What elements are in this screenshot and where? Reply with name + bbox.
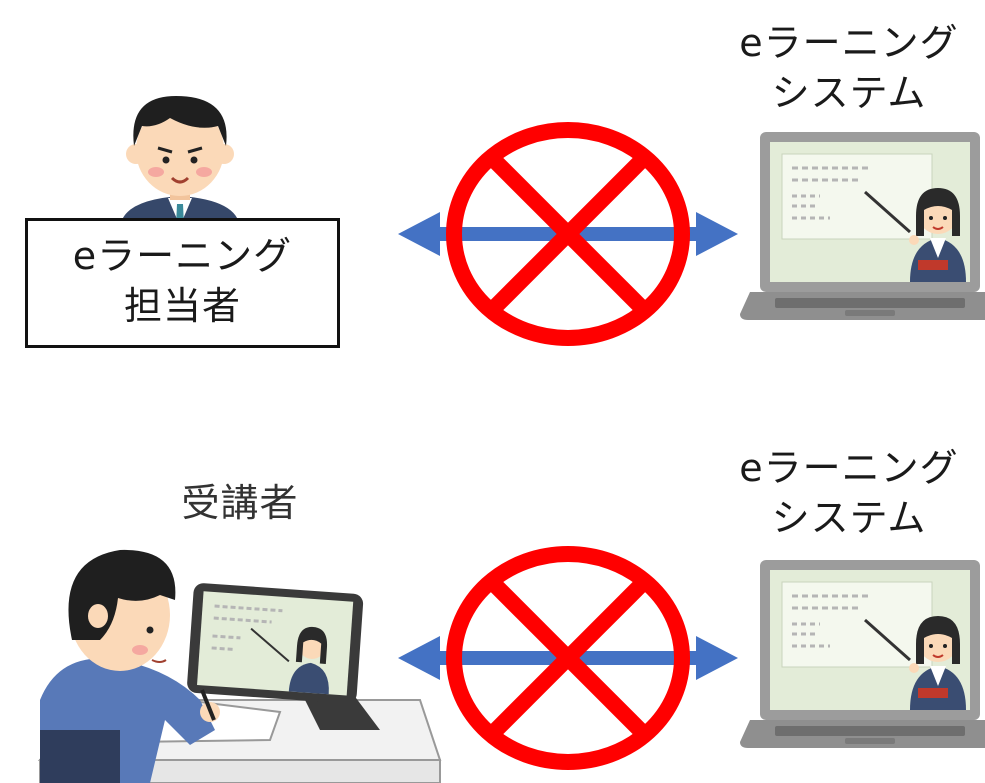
admin-label: eラーニング 担当者 xyxy=(28,221,337,331)
admin-person-icon xyxy=(120,96,240,228)
system-label-line: eラーニング xyxy=(739,21,959,65)
system-label-top: eラーニング システム xyxy=(718,18,980,118)
system-label-line: システム xyxy=(771,71,927,115)
student-tablet-icon xyxy=(37,549,442,783)
learner-label: 受講者 xyxy=(181,481,299,525)
double-arrow-icon xyxy=(398,130,738,338)
system-label-line: eラーニング xyxy=(739,446,959,490)
system-label-bottom: eラーニング システム xyxy=(718,443,980,543)
admin-label-line: eラーニング xyxy=(72,234,293,278)
system-label-line: システム xyxy=(771,496,927,540)
double-arrow-icon xyxy=(398,554,738,762)
laptop-teacher-icon xyxy=(738,130,985,322)
laptop-teacher-icon xyxy=(738,558,985,750)
admin-label-box: eラーニング 担当者 xyxy=(25,218,340,348)
admin-label-line: 担当者 xyxy=(123,284,241,328)
